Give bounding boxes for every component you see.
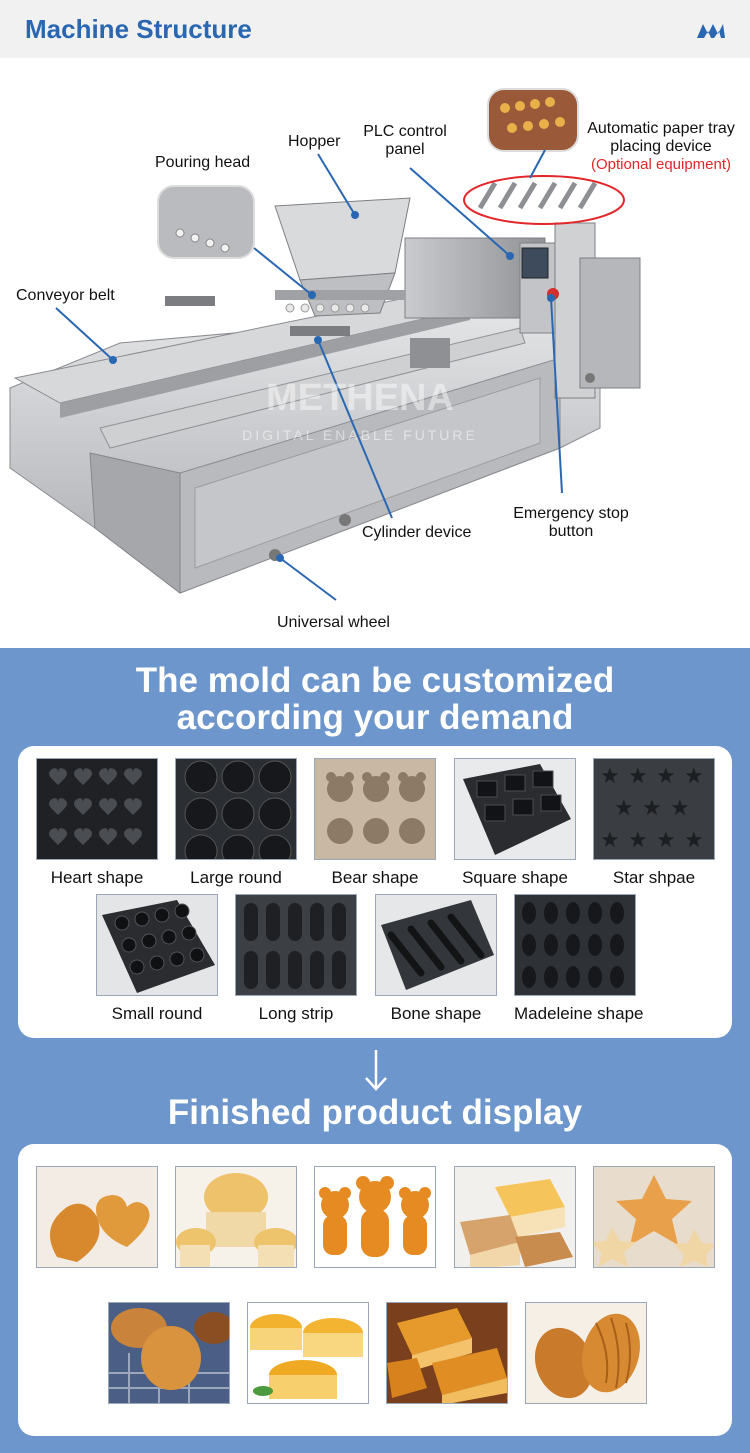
mold-label: Madeleine shape — [514, 1004, 644, 1023]
svg-text:★: ★ — [600, 828, 620, 853]
svg-text:★: ★ — [684, 828, 704, 853]
callout-emergency-line2: button — [548, 523, 594, 540]
mold-title-line1: The mold can be customized — [135, 661, 615, 700]
mold-label: Star shpae — [612, 868, 696, 887]
mold-section-title: The mold can be customized according you… — [0, 662, 750, 736]
callout-paper-tray: Automatic paper tray placing device (Opt… — [578, 120, 744, 174]
product-heart-cake — [36, 1166, 158, 1268]
mold-large-round-image — [175, 758, 297, 860]
mold-label: Long strip — [258, 1004, 334, 1023]
mold-label: Heart shape — [50, 868, 144, 887]
callout-paper-tray-line1: Automatic paper tray — [587, 120, 735, 137]
callout-hopper: Hopper — [288, 133, 341, 150]
mold-bone: Bone shape — [375, 894, 497, 1024]
mold-and-product-section: The mold can be customized according you… — [0, 648, 750, 1453]
mold-label: Small round — [111, 1004, 203, 1023]
callout-emergency-stop: Emergency stop button — [505, 505, 637, 541]
callout-paper-tray-line2: placing device — [610, 138, 712, 155]
mold-label: Large round — [190, 868, 282, 887]
mold-long-strip: Long strip — [235, 894, 357, 1024]
callout-cylinder-device: Cylinder device — [362, 524, 472, 541]
svg-text:★: ★ — [656, 828, 676, 853]
callout-emergency-line1: Emergency stop — [513, 505, 629, 522]
mold-square: Square shape — [454, 758, 576, 888]
product-madeleine-cake — [525, 1302, 647, 1404]
svg-text:★: ★ — [628, 764, 648, 789]
optional-equipment-note: (Optional equipment) — [590, 156, 732, 173]
page-title: Machine Structure — [25, 14, 252, 44]
mold-star: ★ ★ ★ ★ ★ ★ ★ ★ ★ ★ ★ Star shpae — [593, 758, 715, 888]
header-bar: Machine Structure — [0, 0, 750, 58]
mold-bone-image — [375, 894, 497, 996]
product-round-cupcake — [175, 1166, 297, 1268]
mold-small-round-image — [96, 894, 218, 996]
mold-heart-image — [36, 758, 158, 860]
machine-illustration: METHENA DIGITAL ENABLE FUTURE — [9, 88, 641, 601]
svg-text:★: ★ — [656, 764, 676, 789]
mold-heart: Heart shape — [36, 758, 158, 888]
svg-text:★: ★ — [614, 796, 634, 821]
mold-title-line2: according your demand — [176, 698, 574, 737]
callout-plc-line2: panel — [385, 141, 425, 158]
mold-madeleine: Madeleine shape — [514, 894, 644, 1024]
product-section-title: Finished product display — [167, 1093, 583, 1132]
mold-small-round: Small round — [96, 894, 218, 1024]
mold-star-image: ★ ★ ★ ★ ★ ★ ★ ★ ★ ★ ★ — [593, 758, 715, 860]
product-long-strip-cake — [247, 1302, 369, 1404]
mold-panel: Heart shape Large round Bea — [18, 746, 732, 1038]
callout-plc-panel: PLC control panel — [357, 123, 453, 159]
mold-square-image — [454, 758, 576, 860]
watermark-tagline: DIGITAL ENABLE FUTURE — [242, 427, 478, 443]
product-bear-cake — [314, 1166, 436, 1268]
svg-text:★: ★ — [642, 796, 662, 821]
mold-bear-image — [314, 758, 436, 860]
mold-bear: Bear shape — [314, 758, 436, 888]
svg-text:★: ★ — [684, 764, 704, 789]
callout-pouring-head: Pouring head — [155, 154, 251, 171]
down-arrow-icon — [365, 1050, 387, 1091]
mold-label: Square shape — [462, 868, 568, 887]
svg-text:★: ★ — [628, 828, 648, 853]
product-small-round-cake — [108, 1302, 230, 1404]
callout-plc-line1: PLC control — [363, 123, 447, 140]
mold-label: Bear shape — [331, 868, 419, 887]
svg-text:★: ★ — [670, 796, 690, 821]
callout-universal-wheel: Universal wheel — [277, 614, 390, 631]
callout-conveyor-belt: Conveyor belt — [16, 287, 115, 304]
company-logo-icon — [697, 24, 725, 38]
product-bone-cake — [386, 1302, 508, 1404]
svg-text:★: ★ — [600, 764, 620, 789]
mold-long-strip-image — [235, 894, 357, 996]
mold-large-round: Large round — [175, 758, 297, 888]
product-panel — [18, 1144, 732, 1436]
machine-structure-section: METHENA DIGITAL ENABLE FUTURE Pouring he… — [0, 58, 750, 648]
product-square-cake — [454, 1166, 576, 1268]
watermark-logo: METHENA — [266, 377, 454, 419]
mold-label: Bone shape — [390, 1004, 482, 1023]
product-star-cake — [593, 1166, 715, 1268]
mold-madeleine-image — [514, 894, 636, 996]
